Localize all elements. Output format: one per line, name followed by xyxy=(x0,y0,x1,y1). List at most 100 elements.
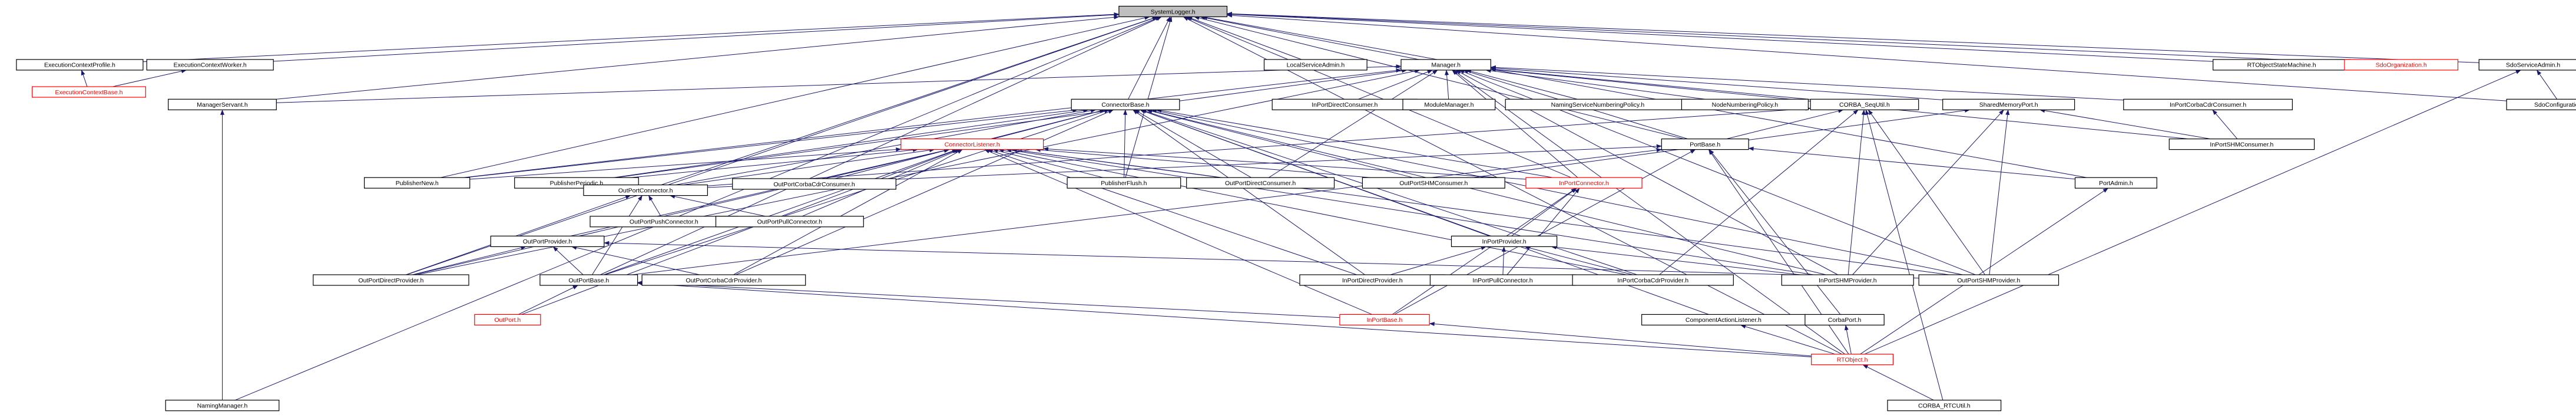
edge-outportconnector-to-connectorbase xyxy=(675,108,1097,186)
node-localserviceadmin[interactable]: LocalServiceAdmin.h xyxy=(1263,59,1368,71)
node-box xyxy=(32,86,146,98)
node-box xyxy=(1071,98,1180,110)
node-outportpushconnector[interactable]: OutPortPushConnector.h xyxy=(590,216,739,228)
node-sharedmemoryport[interactable]: SharedMemoryPort.h xyxy=(1942,98,2075,110)
node-label: OutPortSHMConsumer.h xyxy=(1399,180,1468,187)
edge-outportshmprovider-to-connectorlistener xyxy=(1011,148,1949,275)
node-box xyxy=(1810,98,1919,110)
edge-rtobject-to-corbaport xyxy=(1844,324,1852,354)
node-outportcorbacdrconsumer[interactable]: OutPortCorbaCdrConsumer.h xyxy=(732,178,896,190)
node-label: OutPortCorbaCdrProvider.h xyxy=(686,277,761,284)
node-label: OutPortPushConnector.h xyxy=(630,219,698,226)
node-outportprovider[interactable]: OutPortProvider.h xyxy=(490,235,605,247)
edge-inportbase-to-portbase xyxy=(1394,149,1696,315)
node-executioncontextworker[interactable]: ExecutionContextWorker.h xyxy=(146,59,274,71)
node-box xyxy=(1804,314,1885,326)
edge-publisherperiodic-to-connectorlistener xyxy=(631,147,918,178)
node-corba-rtcutil[interactable]: CORBA_RTCUtil.h xyxy=(1887,400,2002,412)
node-managerservant[interactable]: ManagerServant.h xyxy=(168,98,277,110)
edge-outportbase-to-portbase xyxy=(632,148,1662,275)
node-publishernew[interactable]: PublisherNew.h xyxy=(363,177,471,189)
node-inportcorbacdrprovider[interactable]: InPortCorbaCdrProvider.h xyxy=(1572,274,1734,286)
node-outport[interactable]: OutPort.h xyxy=(474,314,541,326)
node-box xyxy=(1362,177,1505,189)
node-namingservicenumberingpolicy[interactable]: NamingServiceNumberingPolicy.h xyxy=(1505,98,1691,110)
node-connectorbase[interactable]: ConnectorBase.h xyxy=(1071,98,1180,110)
node-corba-sequtil[interactable]: CORBA_SeqUtil.h xyxy=(1810,98,1919,110)
edge-sdoserviceadmin-to-systemlogger xyxy=(1227,11,2479,63)
edge-outportshmprovider-to-sharedmemoryport xyxy=(1989,109,2010,275)
node-portbase[interactable]: PortBase.h xyxy=(1661,139,1749,150)
edge-inportprovider-to-inportconnector xyxy=(1511,187,1577,236)
node-box xyxy=(2344,59,2459,71)
edge-outportbase-to-outportconnector xyxy=(592,195,643,275)
node-box xyxy=(1661,139,1749,150)
edge-inportpullconnector-to-inportprovider xyxy=(1501,246,1506,275)
node-box xyxy=(490,235,605,247)
node-sdoconfiguration[interactable]: SdoConfiguration.h xyxy=(2506,98,2576,110)
node-label: OutPortBase.h xyxy=(568,277,609,284)
edge-rtobject-to-inportbase xyxy=(1429,322,1812,357)
node-inportconnector[interactable]: InPortConnector.h xyxy=(1525,177,1643,189)
node-inportcorbacdrconsumer[interactable]: InPortCorbaCdrConsumer.h xyxy=(2123,98,2293,110)
node-outportshmprovider[interactable]: OutPortSHMProvider.h xyxy=(1918,274,2060,286)
edge-executioncontextworker-to-systemlogger xyxy=(273,12,1120,62)
node-box xyxy=(2074,177,2157,189)
node-outportcorbacdrprovider[interactable]: OutPortCorbaCdrProvider.h xyxy=(641,274,806,286)
node-portadmin[interactable]: PortAdmin.h xyxy=(2074,177,2157,189)
edge-inportshmprovider-to-connectorbase xyxy=(1147,108,1826,275)
edge-rtobject-to-sdoserviceadmin xyxy=(1864,70,2521,355)
node-executioncontextbase[interactable]: ExecutionContextBase.h xyxy=(32,86,146,98)
node-systemlogger[interactable]: SystemLogger.h xyxy=(1118,5,1228,18)
node-outportbase[interactable]: OutPortBase.h xyxy=(539,274,638,286)
node-publisherflush[interactable]: PublisherFlush.h xyxy=(1067,177,1181,189)
node-box xyxy=(1400,59,1491,71)
edge-portadmin-to-portbase xyxy=(1748,146,2075,180)
node-rtobjectstatemachine[interactable]: RTObjectStateMachine.h xyxy=(2213,59,2351,71)
node-label: PortBase.h xyxy=(1690,141,1720,148)
node-outportdirectconsumer[interactable]: OutPortDirectConsumer.h xyxy=(1186,177,1335,189)
node-label: InPortSHMProvider.h xyxy=(1819,277,1877,284)
node-box xyxy=(2123,98,2293,110)
node-inportbase[interactable]: InPortBase.h xyxy=(1339,314,1430,326)
node-box xyxy=(1811,354,1894,366)
node-inportdirectconsumer[interactable]: InPortDirectConsumer.h xyxy=(1272,98,1418,110)
edge-inportcorbacdrprovider-to-inportprovider xyxy=(1524,246,1633,275)
edge-inportdirectprovider-to-connectorbase xyxy=(1133,109,1365,275)
node-sdoorganization[interactable]: SdoOrganization.h xyxy=(2344,59,2459,71)
node-inportprovider[interactable]: InPortProvider.h xyxy=(1451,235,1558,247)
node-box xyxy=(2506,98,2576,110)
edge-publishernew-to-connectorlistener xyxy=(469,147,902,180)
node-outportdirectprovider[interactable]: OutPortDirectProvider.h xyxy=(313,274,469,286)
node-label: NamingServiceNumberingPolicy.h xyxy=(1551,101,1645,108)
node-label: NamingManager.h xyxy=(197,403,248,410)
node-modulemanager[interactable]: ModuleManager.h xyxy=(1402,98,1496,110)
node-label: InPortCorbaCdrConsumer.h xyxy=(2170,101,2246,108)
node-nodenumberingpolicy[interactable]: NodeNumberingPolicy.h xyxy=(1681,98,1809,110)
node-outportpullconnector[interactable]: OutPortPullConnector.h xyxy=(715,216,864,228)
node-outportshmconsumer[interactable]: OutPortSHMConsumer.h xyxy=(1362,177,1505,189)
node-rtobject[interactable]: RTObject.h xyxy=(1811,354,1894,366)
node-componentactionlistener[interactable]: ComponentActionListener.h xyxy=(1641,314,1806,326)
node-manager[interactable]: Manager.h xyxy=(1400,59,1491,71)
node-inportshmprovider[interactable]: InPortSHMProvider.h xyxy=(1781,274,1914,286)
node-inportshmconsumer[interactable]: InPortSHMConsumer.h xyxy=(2168,139,2315,150)
node-outportconnector[interactable]: OutPortConnector.h xyxy=(583,185,708,196)
node-namingmanager[interactable]: NamingManager.h xyxy=(165,400,280,412)
node-box xyxy=(1781,274,1914,286)
node-inportpullconnector[interactable]: InPortPullConnector.h xyxy=(1429,274,1576,286)
node-corbaport[interactable]: CorbaPort.h xyxy=(1804,314,1885,326)
edge-outportbase-to-systemlogger xyxy=(600,17,1162,275)
edge-publisherperiodic-to-manager xyxy=(615,68,1408,178)
edge-rtobject-to-portadmin xyxy=(1860,187,2108,355)
node-label: RTObjectStateMachine.h xyxy=(2247,62,2316,69)
node-connectorlistener[interactable]: ConnectorListener.h xyxy=(900,139,1044,150)
edge-sdoconfiguration-to-systemlogger xyxy=(1227,13,2507,101)
node-label: SdoOrganization.h xyxy=(2376,62,2427,69)
node-sdoserviceadmin[interactable]: SdoServiceAdmin.h xyxy=(2478,59,2576,71)
node-inportdirectprovider[interactable]: InPortDirectProvider.h xyxy=(1299,274,1445,286)
edge-managerservant-to-manager xyxy=(276,64,1402,103)
node-executioncontextprofile[interactable]: ExecutionContextProfile.h xyxy=(16,59,144,71)
node-label: OutPort.h xyxy=(494,317,521,324)
